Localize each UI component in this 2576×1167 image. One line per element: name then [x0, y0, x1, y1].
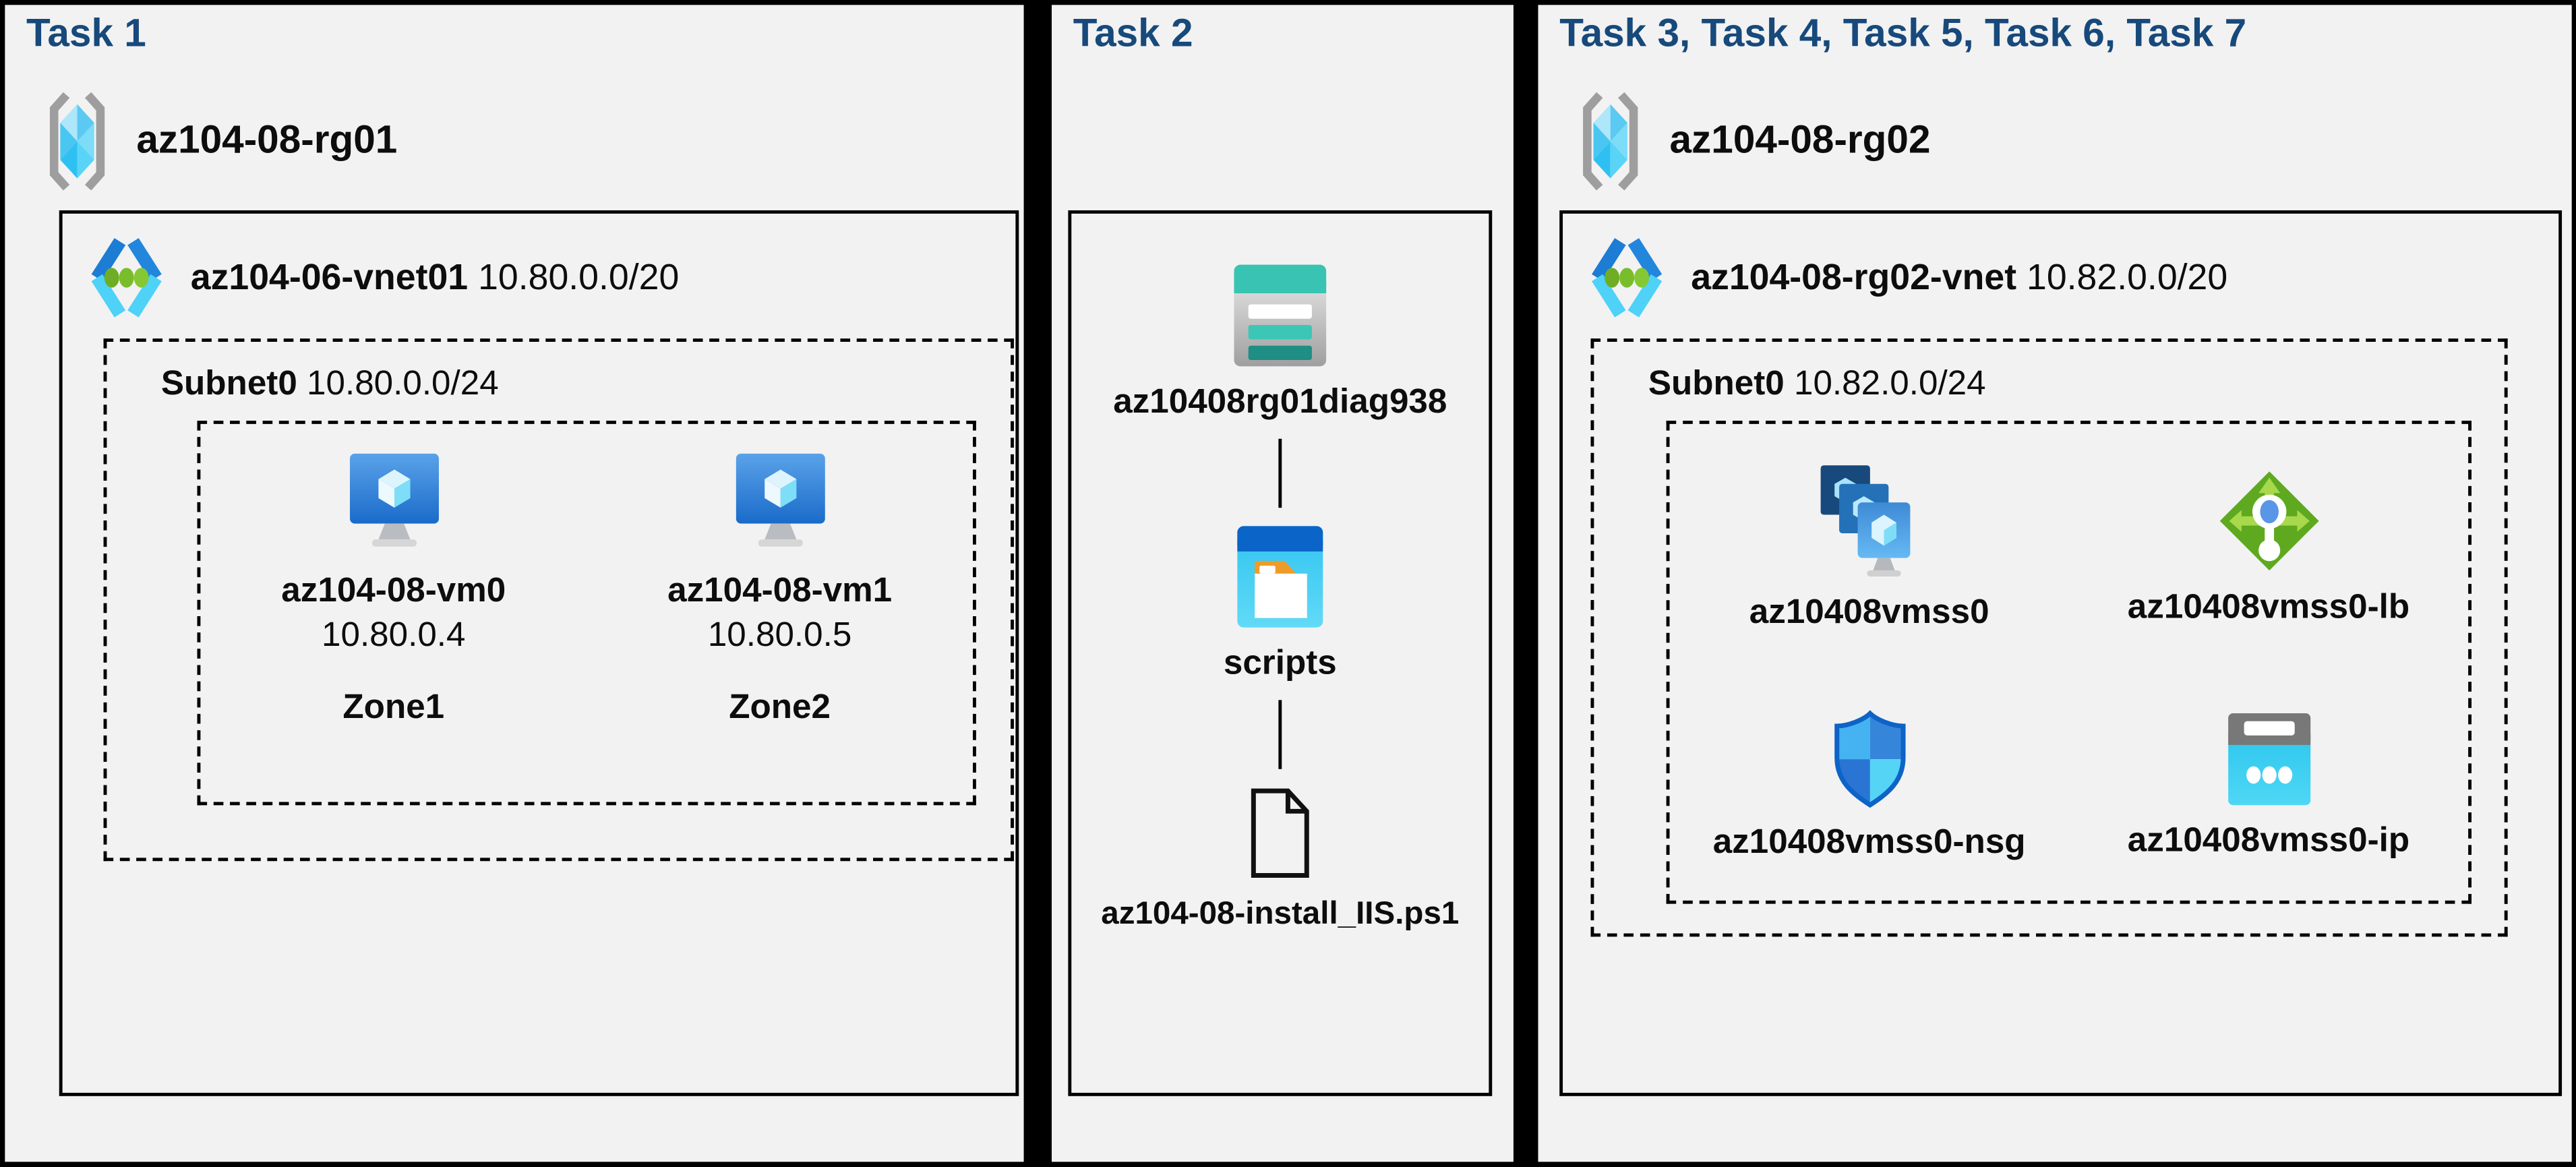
vm-zone: Zone1 — [342, 688, 445, 727]
task-2-content-box: az10408rg01diag938 scripts — [1068, 210, 1493, 1096]
virtual-network-icon — [91, 238, 162, 318]
subnet-cidr: 10.82.0.0/24 — [1793, 365, 1986, 403]
vm-name: az104-08-vm1 — [667, 572, 893, 610]
vnet-label: az104-06-vnet01 10.80.0.0/20 — [191, 256, 680, 299]
connector-line — [1278, 700, 1282, 769]
vm-scale-set-icon — [1820, 465, 1910, 577]
script-file-name: az104-08-install_IIS.ps1 — [1101, 895, 1460, 932]
vnet-cidr: 10.82.0.0/20 — [2027, 256, 2228, 298]
public-ip-cell: az10408vmss0-ip — [2069, 662, 2468, 900]
vm-ip: 10.80.0.4 — [322, 616, 466, 655]
resource-group-rg02: az104-08-rg02 — [1581, 90, 1931, 192]
vnet-name: az104-06-vnet01 — [190, 256, 469, 298]
network-security-group-icon — [1834, 710, 1905, 808]
resource-group-rg01: az104-08-rg01 — [48, 90, 398, 192]
tasks-3-7-title: Task 3, Task 4, Task 5, Task 6, Task 7 — [1559, 11, 2247, 56]
virtual-machine-icon — [349, 453, 438, 547]
subnet0-box: Subnet0 10.80.0.0/24 — [103, 338, 1014, 862]
panel-task-2: Task 2 az10408rg01diag938 — [1052, 5, 1514, 1162]
blob-container-icon — [1237, 526, 1323, 628]
vmss-cell: az10408vmss0 — [1670, 424, 2069, 662]
vnet-name: az104-08-rg02-vnet — [1691, 256, 2017, 298]
container-name: scripts — [1223, 644, 1337, 682]
vnet-cidr: 10.80.0.0/20 — [478, 256, 680, 298]
connector-line — [1278, 438, 1282, 508]
subnet0-box: Subnet0 10.82.0.0/24 — [1590, 338, 2508, 937]
vnet-box-rg02: az104-08-rg02-vnet 10.82.0.0/20 Subnet0 … — [1559, 210, 2563, 1096]
panel-task-1: Task 1 az104-08-rg01 — [5, 5, 1024, 1162]
panel-tasks-3-7: Task 3, Task 4, Task 5, Task 6, Task 7 a… — [1538, 5, 2572, 1162]
resource-group-name: az104-08-rg01 — [136, 118, 398, 163]
virtual-machine-icon — [735, 453, 825, 547]
nsg-cell: az10408vmss0-nsg — [1670, 662, 2069, 900]
subnet0-label: Subnet0 10.80.0.0/24 — [161, 365, 499, 405]
vm-zone-box: az104-08-vm0 10.80.0.4 Zone1 — [197, 421, 976, 806]
resource-group-name: az104-08-rg02 — [1669, 118, 1931, 163]
resource-name: az10408vmss0 — [1749, 593, 1989, 631]
vmss-resources-box: az10408vmss0 — [1666, 421, 2472, 904]
subnet-name: Subnet0 — [160, 365, 297, 403]
vnet-header: az104-08-rg02-vnet 10.82.0.0/20 — [1586, 233, 2227, 322]
resource-group-icon — [49, 92, 105, 191]
vm-zone: Zone2 — [729, 688, 831, 727]
vm-ip: 10.80.0.5 — [707, 616, 852, 655]
resource-name: az10408vmss0-ip — [2127, 821, 2410, 860]
subnet0-label: Subnet0 10.82.0.0/24 — [1648, 365, 1986, 405]
virtual-network-icon — [1592, 238, 1663, 318]
storage-account-icon — [1234, 264, 1327, 367]
vm0-cell: az104-08-vm0 10.80.0.4 Zone1 — [281, 424, 506, 802]
resource-group-icon — [1583, 92, 1638, 191]
task-1-title: Task 1 — [26, 11, 146, 56]
task-2-title: Task 2 — [1073, 11, 1193, 56]
vm-name: az104-08-vm0 — [281, 572, 506, 610]
load-balancer-icon — [2219, 471, 2318, 571]
resource-name: az10408vmss0-lb — [2127, 588, 2410, 626]
vnet-header: az104-06-vnet01 10.80.0.0/20 — [86, 233, 680, 322]
vnet-label: az104-08-rg02-vnet 10.82.0.0/20 — [1691, 256, 2227, 299]
vnet-box-rg01: az104-06-vnet01 10.80.0.0/20 Subnet0 10.… — [59, 210, 1019, 1096]
load-balancer-cell: az10408vmss0-lb — [2069, 424, 2468, 662]
public-ip-icon — [2227, 713, 2310, 806]
file-document-icon — [1251, 788, 1309, 878]
subnet-cidr: 10.80.0.0/24 — [307, 365, 499, 403]
resource-name: az10408vmss0-nsg — [1712, 823, 2026, 862]
subnet-name: Subnet0 — [1648, 365, 1785, 403]
vm1-cell: az104-08-vm1 10.80.0.5 Zone2 — [667, 424, 892, 802]
storage-account-name: az10408rg01diag938 — [1113, 382, 1447, 421]
